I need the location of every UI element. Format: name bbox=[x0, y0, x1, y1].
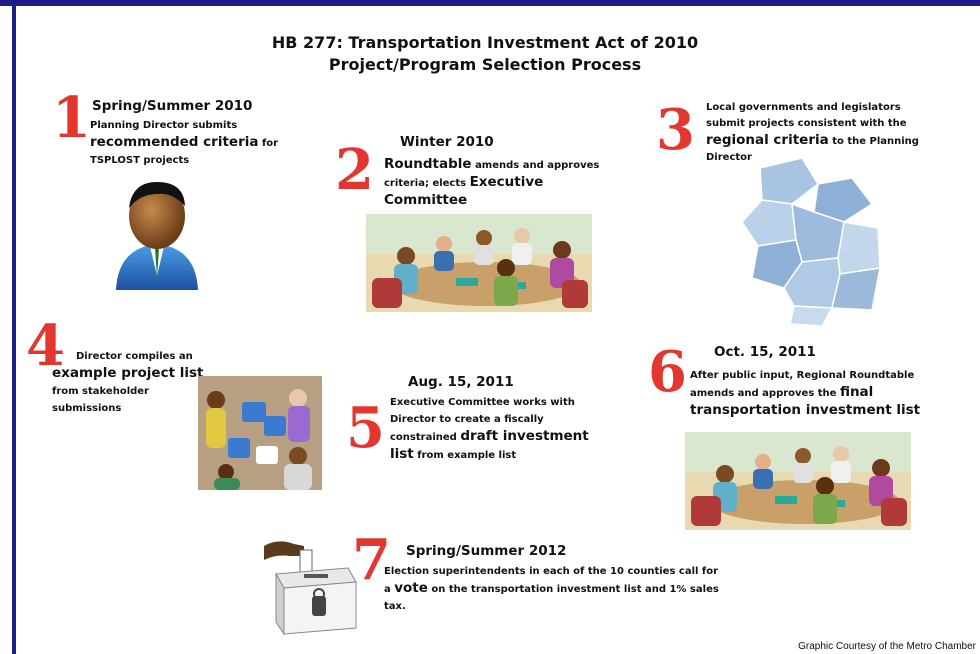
step-2-heading: Winter 2010 bbox=[400, 134, 494, 150]
step-3-text: Local governments and legislators submit… bbox=[706, 102, 919, 163]
step-5-number: 5 bbox=[346, 395, 385, 461]
person-icon bbox=[116, 182, 198, 290]
step-7-heading: Spring/Summer 2012 bbox=[406, 543, 567, 559]
step-1-number: 1 bbox=[52, 85, 91, 151]
step-7-text: Election superintendents in each of the … bbox=[384, 566, 719, 612]
frame-left-border bbox=[12, 6, 16, 654]
frame-top-border bbox=[0, 0, 980, 6]
puzzle-team-icon bbox=[198, 376, 322, 490]
step-1-heading: Spring/Summer 2010 bbox=[92, 98, 253, 114]
page-title: HB 277: Transportation Investment Act of… bbox=[271, 33, 699, 74]
step-4-number: 4 bbox=[26, 313, 65, 379]
step-5-text: Executive Committee works with Director … bbox=[390, 397, 589, 462]
step-5-heading: Aug. 15, 2011 bbox=[408, 374, 514, 390]
step-6-text: After public input, Regional Roundtable … bbox=[690, 370, 921, 418]
ballot-box-icon bbox=[264, 541, 357, 636]
step-4-text: Director compiles an example project lis… bbox=[52, 351, 204, 414]
step-2-number: 2 bbox=[335, 137, 374, 203]
step-1-text: Planning Director submits recommended cr… bbox=[90, 120, 279, 166]
credit-text: Graphic Courtesy of the Metro Chamber bbox=[798, 641, 976, 652]
meeting-table-icon bbox=[366, 214, 592, 312]
step-7-number: 7 bbox=[352, 527, 391, 593]
step-2-text: Roundtable amends and approves criteria;… bbox=[384, 156, 600, 208]
region-map-icon bbox=[741, 157, 881, 327]
meeting-table-icon bbox=[685, 432, 911, 530]
step-6-number: 6 bbox=[648, 339, 687, 405]
step-6-heading: Oct. 15, 2011 bbox=[714, 344, 816, 360]
step-3-number: 3 bbox=[656, 97, 695, 163]
